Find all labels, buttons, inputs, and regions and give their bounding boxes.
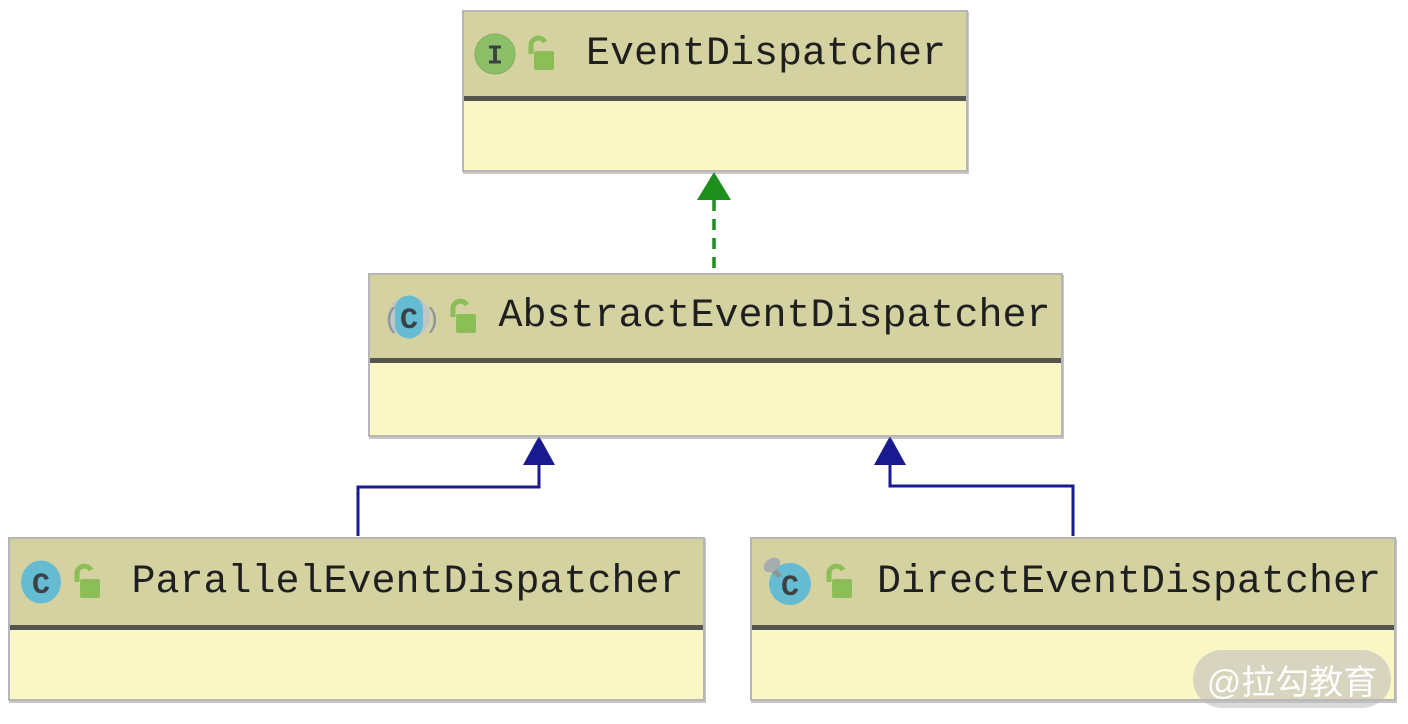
node-header: ( ) C AbstractEventDispatcher bbox=[370, 275, 1061, 358]
svg-text:(: ( bbox=[383, 305, 400, 336]
node-members-section bbox=[370, 363, 1061, 435]
abstract-class-icon: ( ) C bbox=[380, 295, 438, 339]
node-name-label: EventDispatcher bbox=[585, 31, 947, 77]
node-header: I EventDispatcher bbox=[464, 12, 966, 96]
watermark-text: @拉勾教育 bbox=[1206, 663, 1378, 702]
node-event-dispatcher[interactable]: I EventDispatcher bbox=[462, 10, 968, 172]
header-separator bbox=[10, 625, 703, 630]
pinned-class-icon: C bbox=[762, 556, 814, 608]
class-icon: C bbox=[20, 560, 62, 604]
node-header: C ParallelEventDispatcher bbox=[10, 539, 703, 625]
header-separator bbox=[464, 96, 966, 101]
svg-text:): ) bbox=[424, 305, 438, 336]
node-abstract-event-dispatcher[interactable]: ( ) C AbstractEventDispatcher bbox=[368, 273, 1063, 437]
node-title: DirectEventDispatcher bbox=[864, 560, 1394, 605]
svg-text:C: C bbox=[400, 304, 418, 338]
node-title: EventDispatcher bbox=[566, 32, 966, 77]
unlocked-lock-icon bbox=[526, 34, 556, 74]
node-members-section bbox=[10, 630, 703, 699]
node-header: C DirectEventDispatcher bbox=[752, 539, 1394, 625]
unlocked-lock-icon bbox=[824, 562, 854, 602]
realization-arrow bbox=[697, 172, 731, 271]
generalization-arrow-right bbox=[874, 436, 1075, 536]
unlocked-lock-icon bbox=[72, 562, 102, 602]
interface-icon: I bbox=[474, 33, 516, 75]
watermark-badge: @拉勾教育 bbox=[1193, 650, 1391, 708]
svg-text:C: C bbox=[32, 569, 50, 603]
header-separator bbox=[370, 358, 1061, 363]
node-members-section bbox=[464, 101, 966, 170]
node-name-label: DirectEventDispatcher bbox=[876, 559, 1382, 605]
node-name-label: ParallelEventDispatcher bbox=[131, 559, 684, 605]
svg-text:I: I bbox=[487, 43, 503, 73]
node-name-label: AbstractEventDispatcher bbox=[498, 294, 1051, 339]
node-title: ParallelEventDispatcher bbox=[112, 560, 703, 605]
node-parallel-event-dispatcher[interactable]: C ParallelEventDispatcher bbox=[8, 537, 705, 701]
svg-text:C: C bbox=[781, 571, 799, 605]
node-title: AbstractEventDispatcher bbox=[488, 294, 1061, 339]
unlocked-lock-icon bbox=[448, 297, 478, 337]
header-separator bbox=[752, 625, 1394, 630]
generalization-arrow-left bbox=[356, 436, 555, 536]
